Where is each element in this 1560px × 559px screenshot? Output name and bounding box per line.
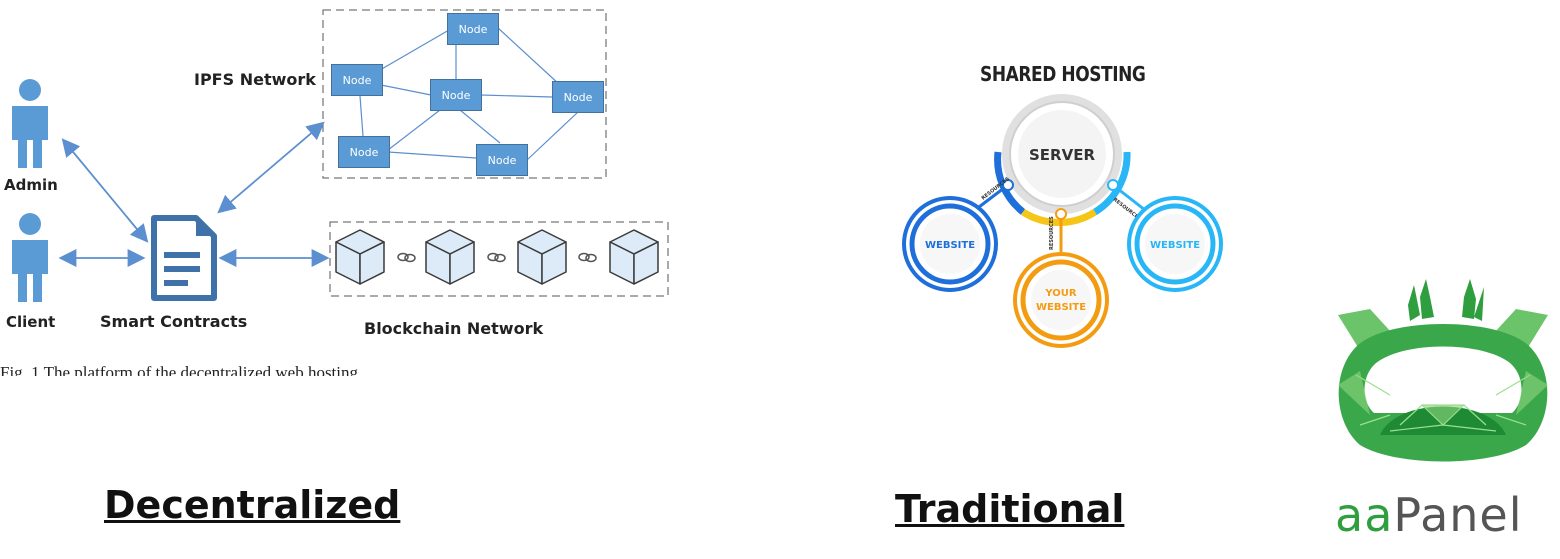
shared-hosting-graphic: SERVER RESOURCES RESOURCES RESOURCES WEB… bbox=[902, 94, 1223, 348]
smart-contract-document-icon bbox=[151, 215, 217, 301]
admin-person-icon bbox=[12, 79, 48, 168]
aapanel-wordmark: aaPanel bbox=[1335, 488, 1523, 542]
resources-label: RESOURCES bbox=[1049, 216, 1055, 250]
website-right-label: WEBSITE bbox=[1150, 240, 1200, 251]
aapanel-logo-icon bbox=[1338, 279, 1548, 462]
ipfs-network-label: IPFS Network bbox=[194, 70, 316, 89]
traditional-heading: Traditional bbox=[895, 487, 1125, 531]
smart-contracts-label: Smart Contracts bbox=[100, 312, 248, 331]
ipfs-node: Node bbox=[552, 81, 604, 113]
shared-hosting-title: SHARED HOSTING bbox=[980, 62, 1146, 86]
ipfs-node: Node bbox=[430, 79, 482, 111]
ipfs-node: Node bbox=[331, 64, 383, 96]
ipfs-node: Node bbox=[338, 136, 390, 168]
decentralized-diagram-lines bbox=[58, 9, 669, 297]
client-person-icon bbox=[12, 213, 48, 302]
aapanel-wordmark-panel: Panel bbox=[1393, 488, 1523, 542]
blockchain-blocks bbox=[335, 229, 659, 285]
admin-label: Admin bbox=[4, 176, 58, 194]
decentralized-heading: Decentralized bbox=[104, 483, 401, 527]
client-label: Client bbox=[6, 313, 56, 331]
ipfs-node: Node bbox=[476, 144, 528, 176]
ipfs-node: Node bbox=[447, 13, 499, 45]
figure-caption: Fig. 1 The platform of the decentralized… bbox=[0, 363, 359, 376]
aapanel-wordmark-aa: aa bbox=[1335, 488, 1394, 542]
server-label: SERVER bbox=[1029, 146, 1095, 164]
your-website-label-line2: WEBSITE bbox=[1036, 302, 1086, 313]
website-left-label: WEBSITE bbox=[925, 240, 975, 251]
blockchain-network-label: Blockchain Network bbox=[364, 319, 544, 338]
your-website-label-line1: YOUR bbox=[1044, 288, 1077, 299]
